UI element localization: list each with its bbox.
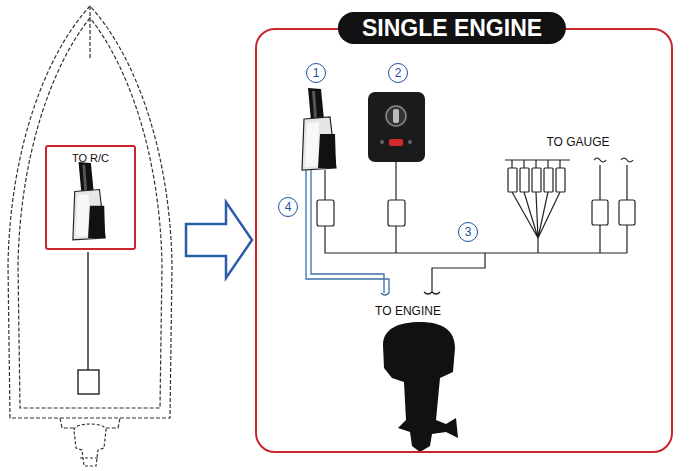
- connector-plug: [532, 168, 541, 192]
- harness-wires: [505, 160, 570, 168]
- harness-wires: [600, 165, 627, 200]
- outboard-motor-outline: [80, 457, 100, 458]
- harness-wires: [512, 192, 560, 238]
- key-switch-panel: [389, 139, 403, 146]
- gauge-note: TO GAUGE: [544, 135, 611, 149]
- remote-control-lever: [302, 88, 336, 170]
- connector-plug: [556, 168, 565, 192]
- control-cable: [78, 252, 99, 394]
- control-cables: [311, 170, 384, 293]
- outboard-engine-silhouette: [383, 322, 458, 452]
- key-switch-panel: [393, 109, 399, 123]
- control-cables: [306, 170, 389, 295]
- boat-hull: [18, 18, 162, 408]
- harness-wires: [537, 238, 538, 253]
- control-cables: [306, 170, 389, 295]
- flow-arrow: [186, 202, 252, 278]
- callout-number: 2: [388, 63, 408, 83]
- harness-wires: [594, 158, 633, 162]
- harness-wires: [395, 162, 396, 200]
- panel-heading: SINGLE ENGINE: [338, 12, 566, 44]
- outboard-engine-silhouette: [383, 322, 455, 452]
- boat-hull: [8, 6, 172, 418]
- connector-plug: [508, 168, 517, 192]
- harness-wires: [600, 225, 627, 253]
- connector-plug: [592, 200, 608, 225]
- connector-plug: [544, 168, 553, 192]
- key-switch-panel: [368, 92, 425, 162]
- callout-number: 4: [278, 197, 298, 217]
- callout-number: 3: [458, 222, 478, 242]
- control-cable: [78, 370, 99, 394]
- harness-wires: [324, 170, 325, 200]
- connector-plug: [520, 168, 529, 192]
- connector-plug: [619, 200, 635, 225]
- boat-hull: [89, 6, 90, 60]
- outboard-motor-outline: [74, 424, 106, 466]
- callout-number: 1: [306, 63, 326, 83]
- harness-wires: [395, 226, 396, 253]
- boat-hull: [8, 6, 172, 428]
- connector-plug: [317, 200, 334, 226]
- remote-control-lever: [73, 162, 105, 240]
- connector-plug: [317, 168, 635, 226]
- harness-wires: [424, 253, 485, 294]
- outboard-engine-silhouette: [446, 418, 458, 438]
- control-cable: [87, 252, 88, 370]
- remote-box: TO R/C: [45, 145, 136, 250]
- key-switch-panel: [368, 92, 425, 162]
- connector-plug: [388, 200, 405, 226]
- key-switch-panel: [408, 140, 412, 144]
- key-switch-panel: [380, 140, 384, 144]
- box-label: TO R/C: [47, 152, 134, 164]
- key-switch-panel: [386, 106, 406, 126]
- outboard-motor-outline: [74, 424, 106, 466]
- engine-note: TO ENGINE: [373, 304, 443, 318]
